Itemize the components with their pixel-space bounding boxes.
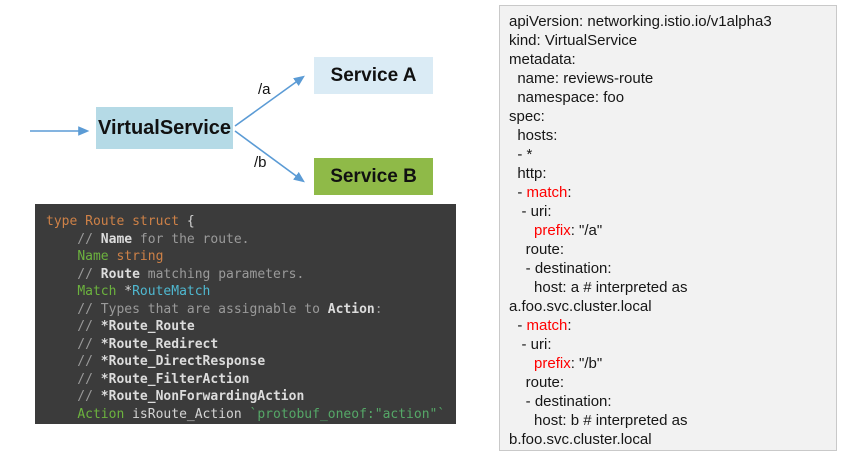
virtualservice-box: VirtualService (96, 107, 233, 149)
code-line: // *Route_Redirect (46, 336, 219, 352)
yaml-line: - * (509, 146, 533, 163)
code-line: Name string (77, 249, 164, 264)
yaml-line: - uri: (509, 336, 552, 353)
route-b-arrow (234, 130, 305, 183)
yaml-line: - uri: (509, 203, 552, 220)
yaml-line: name: reviews-route (509, 70, 654, 87)
yaml-line: route: (509, 374, 565, 391)
yaml-line: b.foo.svc.cluster.local (509, 431, 652, 448)
code-line: // Name for the route. (46, 231, 250, 247)
route-a-arrow (234, 75, 305, 127)
service-a-box: Service A (314, 57, 433, 94)
yaml-line: kind: VirtualService (509, 32, 638, 49)
yaml-line: apiVersion: networking.istio.io/v1alpha3 (509, 13, 772, 30)
yaml-line: http: (509, 165, 547, 182)
yaml-line: - destination: (509, 393, 612, 410)
route-a-path-label: /a (258, 81, 271, 98)
code-line: // *Route_NonForwardingAction (46, 389, 305, 404)
service-b-label: Service B (330, 165, 417, 187)
route-b-path-label: /b (254, 154, 267, 171)
yaml-line: metadata: (509, 51, 576, 68)
yaml-line: a.foo.svc.cluster.local (509, 298, 652, 315)
go-route-struct-code: type Route struct { // Name for the rout… (35, 204, 456, 424)
yaml-line: - match: (509, 317, 572, 334)
yaml-line: route: (509, 241, 565, 258)
routing-arrows (30, 75, 305, 183)
yaml-line: hosts: (509, 127, 558, 144)
code-line: // Route matching parameters. (46, 266, 305, 282)
code-line: Match *RouteMatch (77, 284, 211, 299)
service-a-label: Service A (330, 64, 417, 86)
yaml-line: - destination: (509, 260, 612, 277)
virtualservice-yaml: apiVersion: networking.istio.io/v1alpha3… (499, 5, 837, 451)
yaml-line: spec: (509, 108, 545, 125)
service-b-box: Service B (314, 158, 433, 195)
code-line: // *Route_DirectResponse (46, 354, 266, 369)
yaml-line: - match: (509, 184, 572, 201)
yaml-line: host: a # interpreted as (509, 279, 688, 296)
code-line: // *Route_Route (46, 319, 195, 334)
code-line: Action isRoute_Action `protobuf_oneof:"a… (77, 406, 446, 422)
code-line: type Route struct { (46, 214, 195, 229)
yaml-line: prefix: "/b" (534, 355, 603, 372)
code-line: // *Route_FilterAction (46, 371, 250, 387)
virtualservice-label: VirtualService (97, 116, 232, 139)
yaml-line: prefix: "/a" (534, 222, 603, 239)
yaml-line: namespace: foo (509, 89, 625, 106)
code-line: // Types that are assignable to Action: (46, 301, 383, 317)
yaml-line: host: b # interpreted as (509, 412, 688, 429)
